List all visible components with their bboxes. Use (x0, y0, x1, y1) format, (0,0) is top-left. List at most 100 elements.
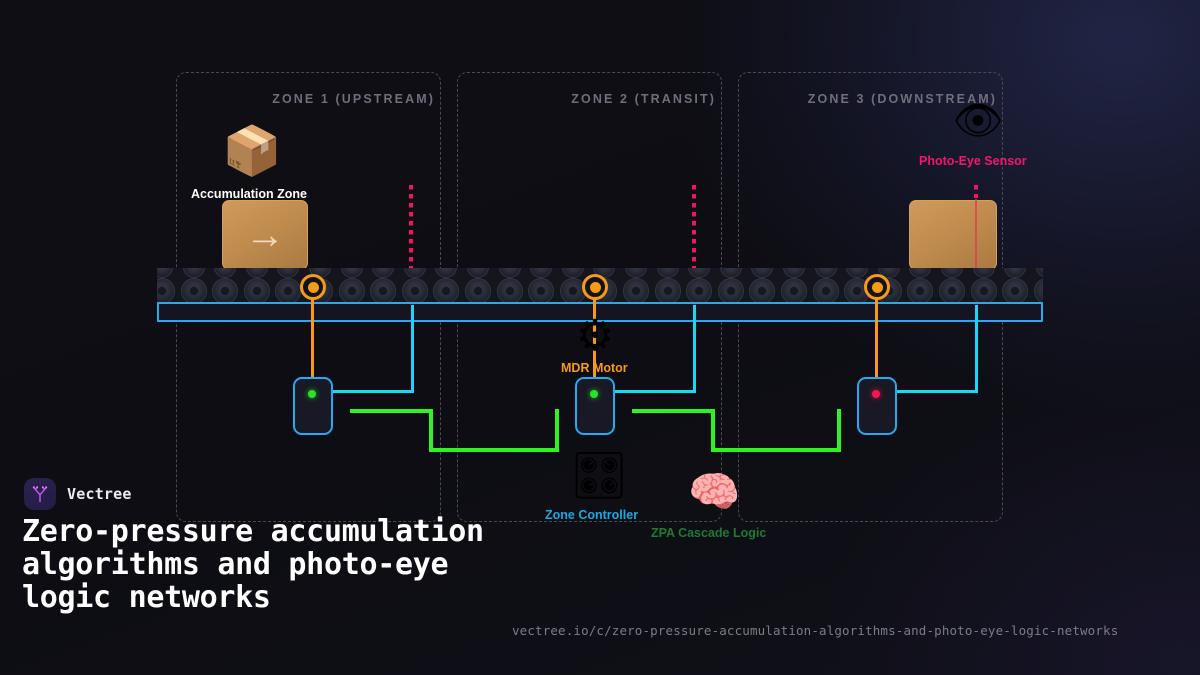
signal-wire-1-h (331, 390, 414, 393)
zone-label-1: ZONE 1 (UPSTREAM) (272, 92, 435, 106)
motor-drop-line-3 (875, 298, 878, 382)
conveyor-roller (625, 268, 647, 278)
sensor-led-zone-2 (590, 390, 598, 398)
brand: Vectree (24, 478, 132, 510)
conveyor-roller (245, 268, 268, 278)
page-title: Zero-pressure accumulation algorithms an… (22, 514, 484, 615)
conveyor-roller (941, 268, 963, 278)
cascade-wire-2-h (632, 409, 715, 413)
conveyor-roller (688, 268, 711, 278)
motor-node-core-1 (307, 281, 319, 293)
mdr-motor-label: MDR Motor (561, 361, 628, 375)
conveyor-roller (781, 278, 807, 304)
control-knobs-icon: 🎛 (570, 448, 629, 502)
photo-eye-beam-3 (974, 185, 978, 198)
package-zone-3 (909, 200, 997, 270)
conveyor-roller (656, 268, 679, 278)
conveyor-roller-core (915, 286, 926, 296)
motor-node-core-3 (871, 281, 883, 293)
conveyor-roller (435, 268, 458, 278)
cascade-wire-2-h2 (711, 448, 841, 452)
conveyor-roller (182, 268, 205, 278)
vectree-tree-logo-icon (24, 478, 56, 510)
conveyor-roller-core (220, 286, 231, 296)
conveyor-roller-core (157, 286, 167, 296)
sensor-zone-3[interactable] (857, 377, 897, 435)
conveyor-roller (277, 268, 300, 278)
conveyor-roller (498, 268, 521, 278)
accumulation-zone-label: Accumulation Zone (191, 187, 307, 201)
conveyor-roller-core (662, 286, 673, 296)
conveyor-roller (1035, 268, 1043, 278)
conveyor-roller (719, 268, 742, 278)
sensor-zone-2[interactable] (575, 377, 615, 435)
brand-name: Vectree (67, 485, 132, 503)
motor-node-zone-1[interactable] (300, 274, 326, 300)
conveyor-roller (783, 268, 805, 278)
motor-drop-line-1 (311, 298, 314, 382)
signal-wire-3-h (895, 390, 978, 393)
conveyor-roller-core (567, 286, 578, 296)
zone-label-2: ZONE 2 (TRANSIT) (571, 92, 716, 106)
conveyor-roller-core (757, 286, 768, 296)
sensor-led-zone-1 (308, 390, 316, 398)
conveyor-roller (372, 268, 395, 278)
conveyor-roller-core (947, 286, 957, 296)
conveyor-roller-core (725, 286, 736, 296)
signal-wire-1-v (411, 305, 414, 393)
conveyor-roller-core (1010, 286, 1021, 296)
brain-icon: 🧠 (688, 467, 741, 516)
sensor-led-zone-3 (872, 390, 880, 398)
conveyor-roller-core (694, 286, 705, 296)
conveyor-roller (530, 268, 553, 278)
conveyor-roller (467, 268, 489, 278)
gear-icon: ⚙ (575, 311, 615, 361)
signal-wire-2-h (613, 390, 696, 393)
conveyor-roller-core (378, 286, 389, 296)
sensor-zone-1[interactable] (293, 377, 333, 435)
conveyor-roller (814, 268, 837, 278)
cascade-wire-1-h2 (429, 448, 559, 452)
conveyor-roller-core (441, 286, 452, 296)
conveyor-roller (846, 268, 869, 278)
conveyor-roller-core (473, 286, 483, 296)
conveyor-roller-core (346, 286, 357, 296)
conveyor-roller-core (978, 286, 989, 296)
photo-eye-sensor-label: Photo-Eye Sensor (919, 154, 1027, 168)
cascade-wire-2-v (711, 409, 715, 452)
motor-node-core-2 (589, 281, 601, 293)
zone-label-3: ZONE 3 (DOWNSTREAM) (807, 92, 997, 106)
cascade-wire-2-up (837, 409, 841, 452)
photo-eye-beam-2 (692, 185, 696, 272)
motor-node-zone-3[interactable] (864, 274, 890, 300)
conveyor-roller (654, 278, 681, 304)
conveyor-roller-core (820, 286, 831, 296)
motor-drop-line-2 (593, 298, 596, 382)
conveyor-roller-core (504, 286, 515, 296)
conveyor-roller (1004, 268, 1027, 278)
conveyor-roller (561, 268, 584, 278)
conveyor-roller (751, 268, 774, 278)
conveyor-roller-core (251, 286, 262, 296)
zone-controller-label: Zone Controller (545, 508, 639, 522)
conveyor-roller-core (409, 286, 420, 296)
conveyor-roller-core (789, 286, 799, 296)
photo-eye-beam-3-through-package (975, 199, 977, 271)
conveyor-roller (340, 268, 363, 278)
zpa-cascade-logic-label: ZPA Cascade Logic (651, 526, 767, 540)
conveyor-roller-core (631, 286, 641, 296)
page-url: vectree.io/c/zero-pressure-accumulation-… (512, 623, 1119, 638)
conveyor-roller (972, 268, 995, 278)
conveyor-roller-core (188, 286, 199, 296)
signal-wire-2-v (693, 305, 696, 393)
cascade-wire-1-h (350, 409, 433, 413)
conveyor-roller-core (536, 286, 547, 296)
conveyor-roller-core (283, 286, 294, 296)
photo-eye-beam-1 (409, 185, 413, 272)
cascade-wire-1-v (429, 409, 433, 452)
package-arrow-glyph: → (245, 213, 285, 257)
signal-wire-3-v (975, 305, 978, 393)
motor-node-zone-2[interactable] (582, 274, 608, 300)
cascade-wire-1-up (555, 409, 559, 452)
